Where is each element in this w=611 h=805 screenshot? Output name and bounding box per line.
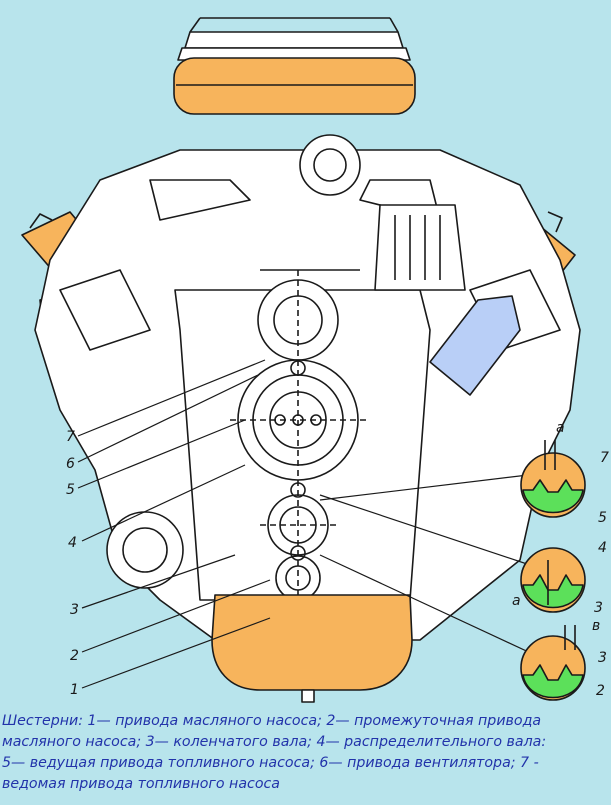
caption-line-1: Шестерни: 1— привода масляного насоса; 2… xyxy=(2,713,542,729)
inset2-label-3: 3 xyxy=(594,600,603,616)
engine-gear-drive-diagram: 7 6 5 4 3 2 1 a 7 5 4 a 3 в 3 2 xyxy=(21,17,609,703)
gear-train xyxy=(230,270,366,650)
inset1-label-5: 5 xyxy=(598,510,607,526)
callout-leaders xyxy=(77,359,536,689)
caption-line-3: 5— ведущая привода топливного насоса; 6—… xyxy=(2,755,539,771)
callout-7: 7 xyxy=(66,429,75,445)
inset2-gap-label: a xyxy=(512,593,521,609)
oil-pan xyxy=(211,594,413,703)
callout-4: 4 xyxy=(68,535,77,551)
oil-filter xyxy=(374,204,466,291)
figure-caption: Шестерни: 1— привода масляного насоса; 2… xyxy=(2,711,608,795)
fuel-filter xyxy=(429,295,521,396)
inset3-gap-label: в xyxy=(592,618,600,634)
callout-2: 2 xyxy=(70,648,79,664)
inset1-gap-label: a xyxy=(556,420,565,436)
inset-gear-mesh-7-5 xyxy=(520,440,586,518)
callout-5: 5 xyxy=(66,482,75,498)
inset-gear-mesh-4-3 xyxy=(520,547,586,613)
inset-gear-mesh-3-2 xyxy=(520,625,586,701)
caption-line-2: масляного насоса; 3— коленчатого вала; 4… xyxy=(2,734,547,750)
callout-3: 3 xyxy=(70,602,79,618)
inset1-label-7: 7 xyxy=(600,450,609,466)
inset3-label-3: 3 xyxy=(598,650,607,666)
callout-1: 1 xyxy=(70,682,79,698)
caption-line-4: ведомая привода топливного насоса xyxy=(2,776,280,792)
inset2-label-4: 4 xyxy=(598,540,607,556)
air-filter xyxy=(173,17,416,115)
top-pulley xyxy=(299,134,361,196)
callout-6: 6 xyxy=(66,456,75,472)
inset3-label-2: 2 xyxy=(596,683,605,699)
